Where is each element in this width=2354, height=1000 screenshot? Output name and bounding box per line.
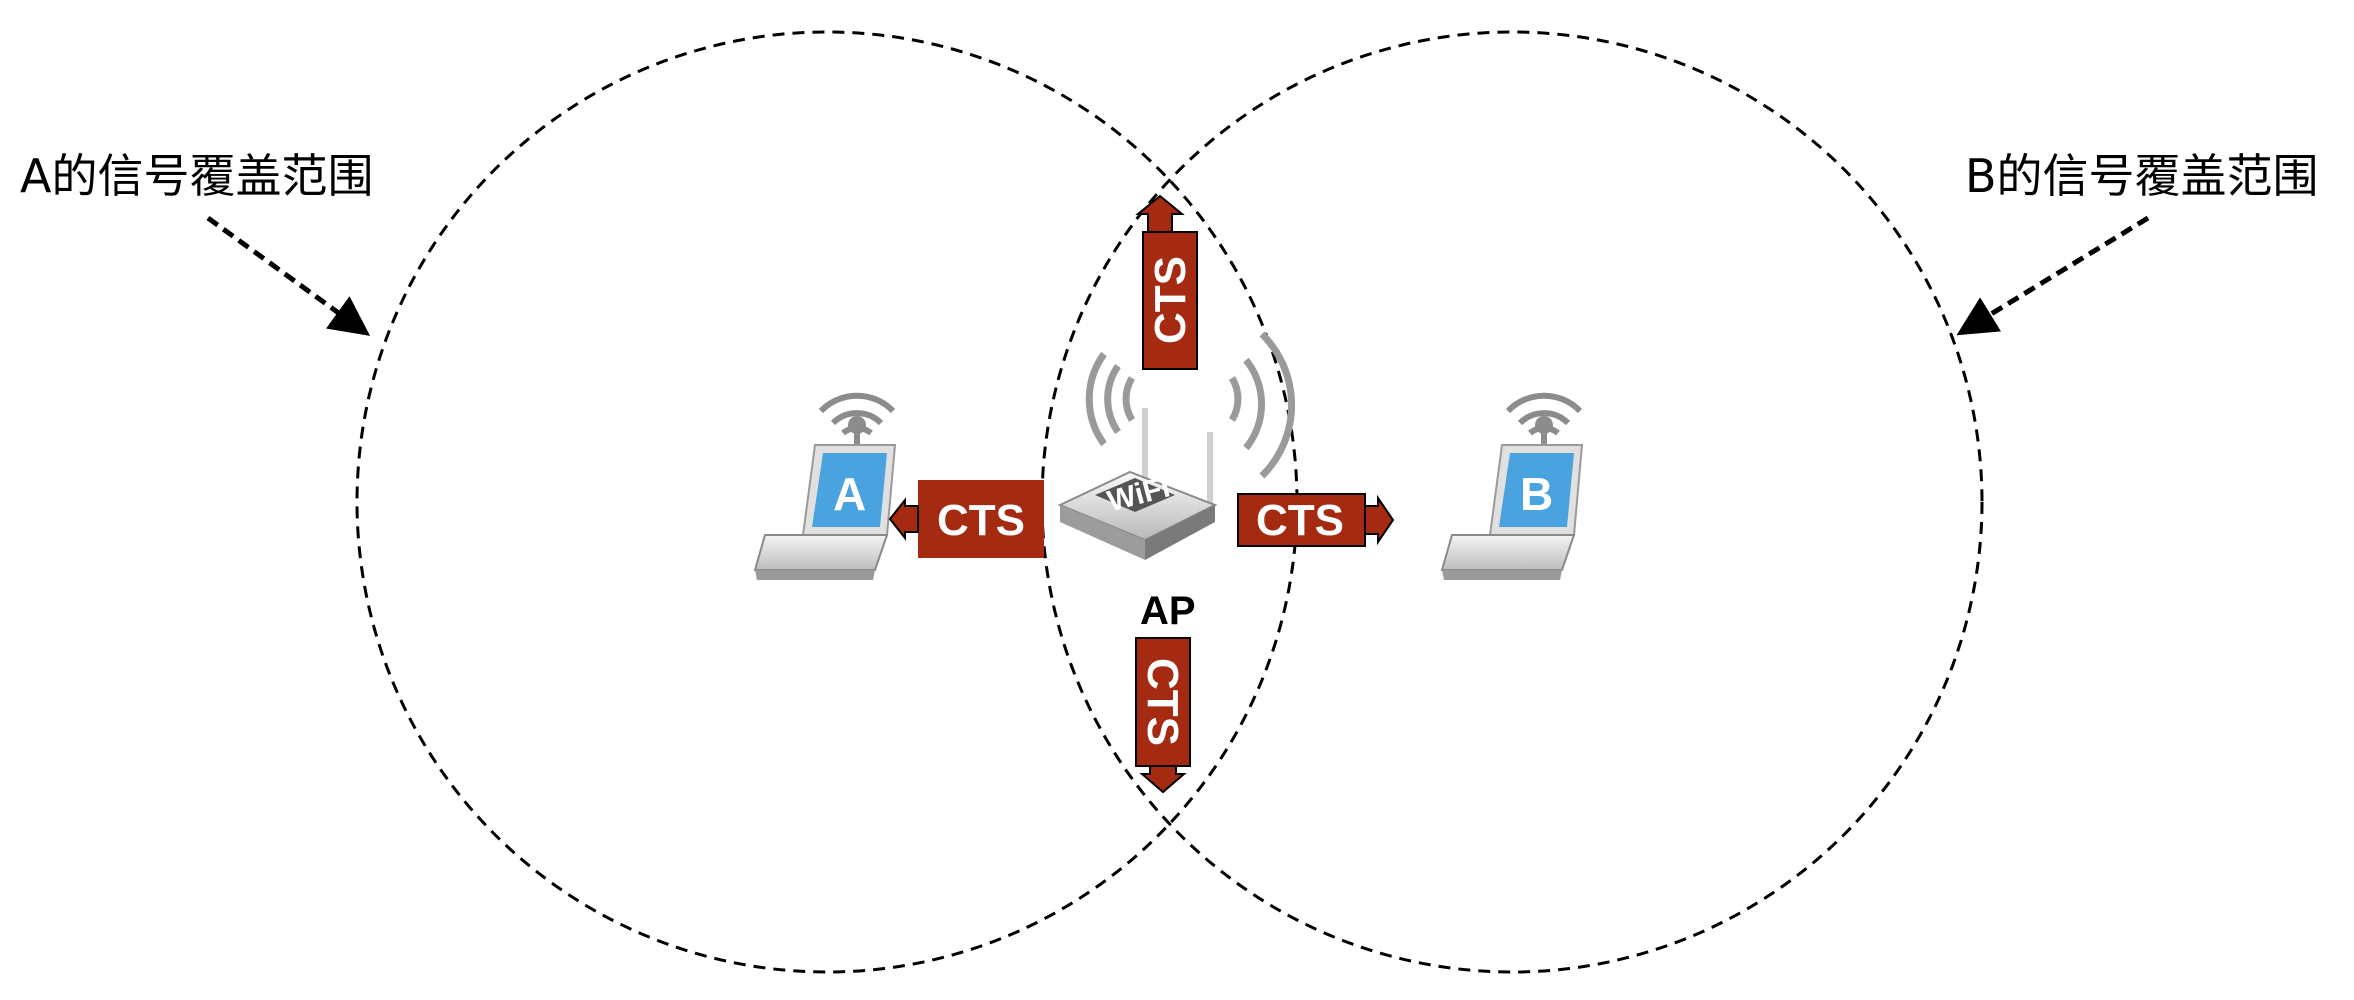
laptop-a: A [753,392,897,580]
ap-router: WiFi [1057,331,1295,560]
cts-up-arrow: CTS [1135,194,1198,370]
laptop-b-letter: B [1520,468,1553,520]
router-badge [1095,478,1175,512]
cts-left-text: CTS [937,496,1025,545]
coverage-circle-b [1040,30,1984,974]
laptop-screen [812,453,887,527]
cts-left-arrow: CTS [888,480,1044,558]
cts-down-text: CTS [1138,658,1187,746]
coverage-b-label: B的信号覆盖范围 [1965,149,2319,203]
cts-down-arrow: CTS [1135,637,1191,794]
wifi-signal-right-icon [1228,331,1295,479]
laptop-screen [1499,453,1574,527]
ap-label: AP [1140,589,1196,633]
coverage-b-pointer [1956,215,2150,336]
laptop-a-letter: A [833,468,866,520]
router-front [1060,505,1145,560]
cts-right-text: CTS [1256,496,1344,545]
laptop-keyboard [1440,534,1576,571]
coverage-a-label: A的信号覆盖范围 [20,149,373,203]
cts-up-text: CTS [1146,256,1195,344]
signal-icon [1505,392,1583,453]
wifi-signal-left-icon [1085,351,1136,447]
laptop-b: B [1440,392,1584,580]
cts-right-arrow: CTS [1237,493,1395,547]
laptop-keyboard [753,534,889,571]
coverage-a-pointer [206,215,371,336]
